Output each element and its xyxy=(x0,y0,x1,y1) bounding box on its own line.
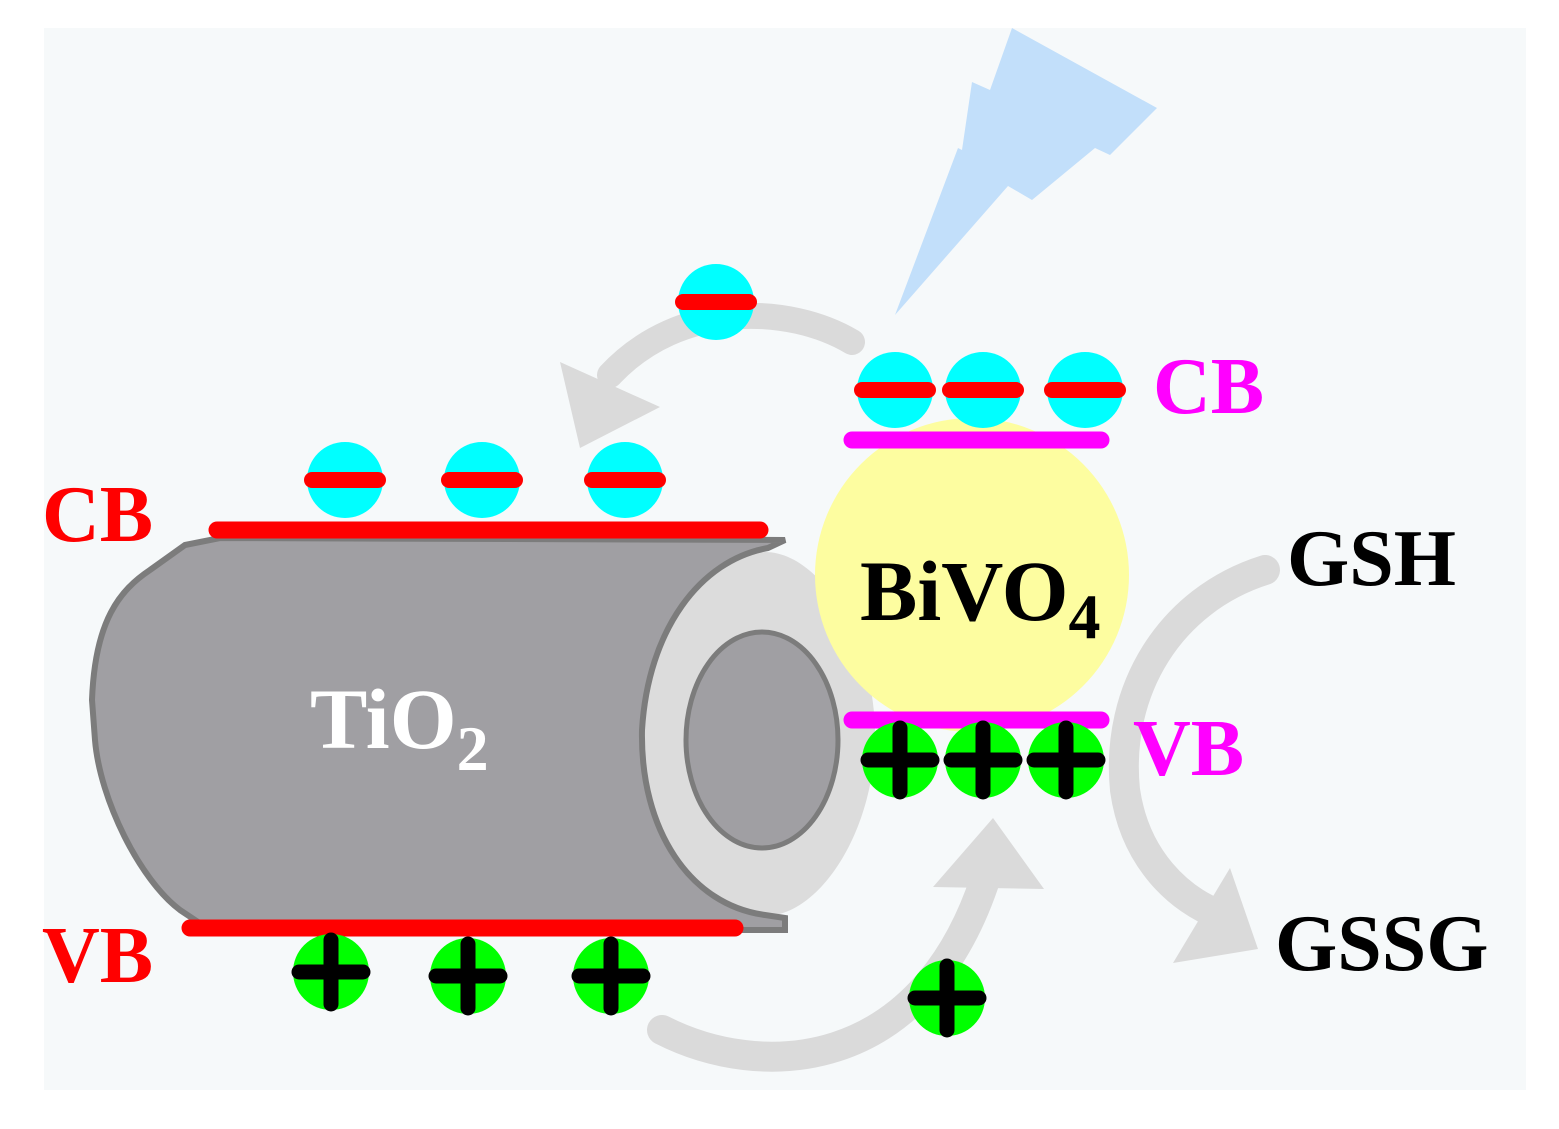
gssg-label: GSSG xyxy=(1275,900,1488,988)
hole-plus-icon xyxy=(428,936,508,1016)
bivo4-name-subscript: 4 xyxy=(1069,581,1101,652)
electron-minus-icon xyxy=(942,352,1024,428)
hole-plus-icon xyxy=(291,932,371,1012)
electron-minus-icon xyxy=(854,352,936,428)
gsh-label: GSH xyxy=(1287,515,1456,603)
hole-plus-icon xyxy=(943,720,1023,800)
hole-plus-icon xyxy=(1026,720,1106,800)
tio2-tube-body xyxy=(88,534,788,933)
tio2-vb-label: VB xyxy=(42,912,153,1000)
electron-minus-icon xyxy=(675,264,757,340)
lightning-bolt-icon xyxy=(895,28,1157,315)
tio2-nanotube xyxy=(88,534,875,933)
bivo4-particle xyxy=(815,418,1129,732)
electron-minus-icon xyxy=(304,442,386,518)
gsh-oxidation-arrow xyxy=(1108,555,1280,963)
bivo4-vb-label: VB xyxy=(1133,705,1244,793)
tio2-cb-label: CB xyxy=(42,471,153,559)
electron-minus-icon xyxy=(584,442,666,518)
hole-plus-icon xyxy=(907,958,987,1038)
electron-minus-icon xyxy=(1044,352,1126,428)
hole-plus-icon xyxy=(860,720,940,800)
tio2-name-label: TiO2 xyxy=(310,671,489,784)
hole-plus-icon xyxy=(571,936,651,1016)
bivo4-cb-label: CB xyxy=(1153,343,1264,431)
bivo4-name-label: BiVO4 xyxy=(860,543,1101,652)
hole-transfer-arrow xyxy=(647,818,1044,1072)
tube-opening xyxy=(683,629,841,851)
tio2-name-main: TiO xyxy=(310,671,457,767)
electron-minus-icon xyxy=(441,442,523,518)
bivo4-name-main: BiVO xyxy=(860,543,1069,639)
tio2-name-subscript: 2 xyxy=(457,713,489,784)
